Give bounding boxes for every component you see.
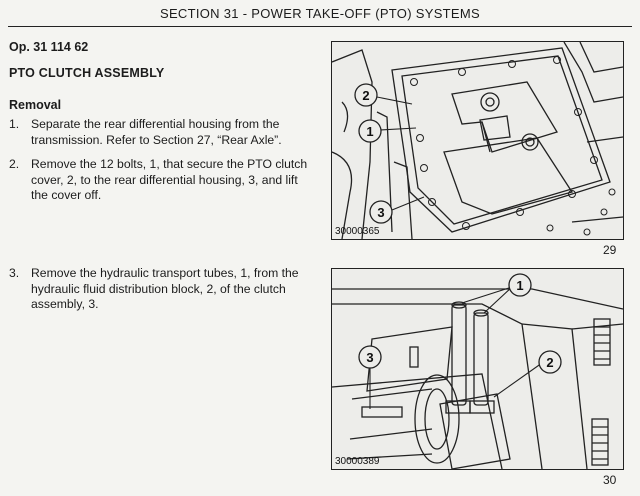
figure-30-number: 30 [603, 473, 617, 487]
figure-29-number: 29 [603, 243, 617, 257]
figure-29-callout-b: 1 [366, 124, 373, 139]
step-2: 2. Remove the 12 bolts, 1, that secure t… [9, 157, 309, 204]
step-number: 1. [9, 117, 20, 131]
step-text: Remove the hydraulic transport tubes, 1,… [31, 266, 299, 311]
figure-30-illustration: 1 3 2 30000389 [331, 268, 624, 470]
procedure-title: PTO CLUTCH ASSEMBLY [9, 66, 165, 80]
figure-29-illustration: 2 1 3 30000365 [331, 41, 624, 240]
section-header: SECTION 31 - POWER TAKE-OFF (PTO) SYSTEM… [159, 6, 480, 21]
operation-number: Op. 31 114 62 [9, 40, 89, 54]
removal-subhead: Removal [9, 98, 62, 112]
step-text: Separate the rear differential housing f… [31, 117, 282, 147]
figure-30-callout-b: 3 [366, 350, 373, 365]
figure-30-callout-a: 1 [516, 278, 523, 293]
figure-30-code: 30000389 [335, 456, 380, 467]
figure-30-callout-c: 2 [546, 355, 553, 370]
header-rule [8, 26, 632, 27]
step-3: 3. Remove the hydraulic transport tubes,… [9, 266, 309, 313]
step-1: 1. Separate the rear differential housin… [9, 117, 309, 148]
figure-29-callout-a: 2 [362, 88, 369, 103]
figure-29-callout-c: 3 [377, 205, 384, 220]
step-number: 2. [9, 157, 20, 171]
clutch-tubes-drawing: 1 3 2 30000389 [332, 273, 623, 469]
step-number: 3. [9, 266, 20, 280]
step-text: Remove the 12 bolts, 1, that secure the … [31, 157, 308, 202]
pto-cover-drawing: 2 1 3 30000365 [332, 42, 623, 239]
figure-29-code: 30000365 [335, 226, 380, 237]
